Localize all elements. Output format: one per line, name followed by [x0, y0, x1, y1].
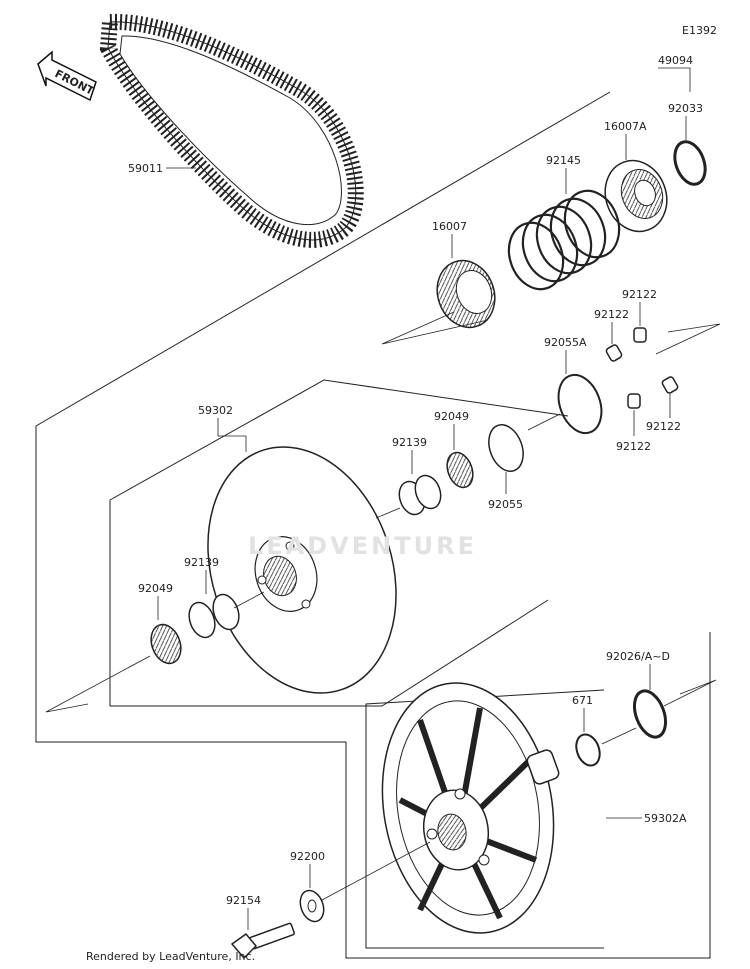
spring-seat-lower — [436, 259, 496, 329]
label-92139-lower: 92139 — [184, 556, 219, 569]
label-92122-c: 92122 — [646, 420, 681, 433]
label-92049-lower: 92049 — [138, 582, 173, 595]
label-59302: 59302 — [198, 404, 233, 417]
flange-bolt — [230, 922, 295, 960]
label-92145: 92145 — [546, 154, 581, 167]
o-ring-large — [557, 373, 603, 435]
label-92055: 92055 — [488, 498, 523, 511]
assembly-outline — [35, 91, 711, 959]
label-671: 671 — [572, 694, 593, 707]
label-92154: 92154 — [226, 894, 261, 907]
washer — [299, 889, 325, 923]
label-92122-b: 92122 — [594, 308, 629, 321]
watermark: LEADVENTURE — [248, 532, 477, 560]
label-92122-a: 92122 — [622, 288, 657, 301]
front-arrow-icon: FRONT — [37, 50, 97, 102]
footer-credit: Rendered by LeadVenture, Inc. — [86, 950, 256, 963]
seal-upper — [446, 451, 474, 489]
drive-belt — [99, 13, 364, 248]
label-92200: 92200 — [290, 850, 325, 863]
label-92049-upper: 92049 — [434, 410, 469, 423]
diagram-id: E1392 — [682, 24, 717, 37]
label-92026: 92026/A~D — [606, 650, 670, 663]
movable-sheave — [207, 446, 397, 694]
pin-c — [661, 376, 679, 394]
label-16007: 16007 — [432, 220, 467, 233]
label-92139-upper: 92139 — [392, 436, 427, 449]
retaining-ring — [673, 140, 707, 186]
label-59011: 59011 — [128, 162, 163, 175]
label-59302a: 59302A — [644, 812, 687, 825]
fixed-sheave — [381, 682, 560, 934]
label-49094: 49094 — [658, 54, 693, 67]
spring-seat-upper — [604, 159, 668, 233]
sheave-box — [109, 379, 569, 707]
label-92033: 92033 — [668, 102, 703, 115]
pin-d — [627, 393, 641, 409]
pin-b — [605, 344, 623, 362]
bushing-lower — [188, 593, 240, 639]
bushing-upper — [398, 474, 442, 516]
shim-washer — [632, 689, 668, 739]
seal-lower — [150, 623, 182, 665]
o-ring-small — [488, 424, 524, 472]
label-92122-d: 92122 — [616, 440, 651, 453]
coil-spring — [507, 189, 621, 291]
label-92055a: 92055A — [544, 336, 587, 349]
pin-a — [633, 327, 647, 343]
circlip — [575, 733, 601, 767]
label-16007a: 16007A — [604, 120, 647, 133]
